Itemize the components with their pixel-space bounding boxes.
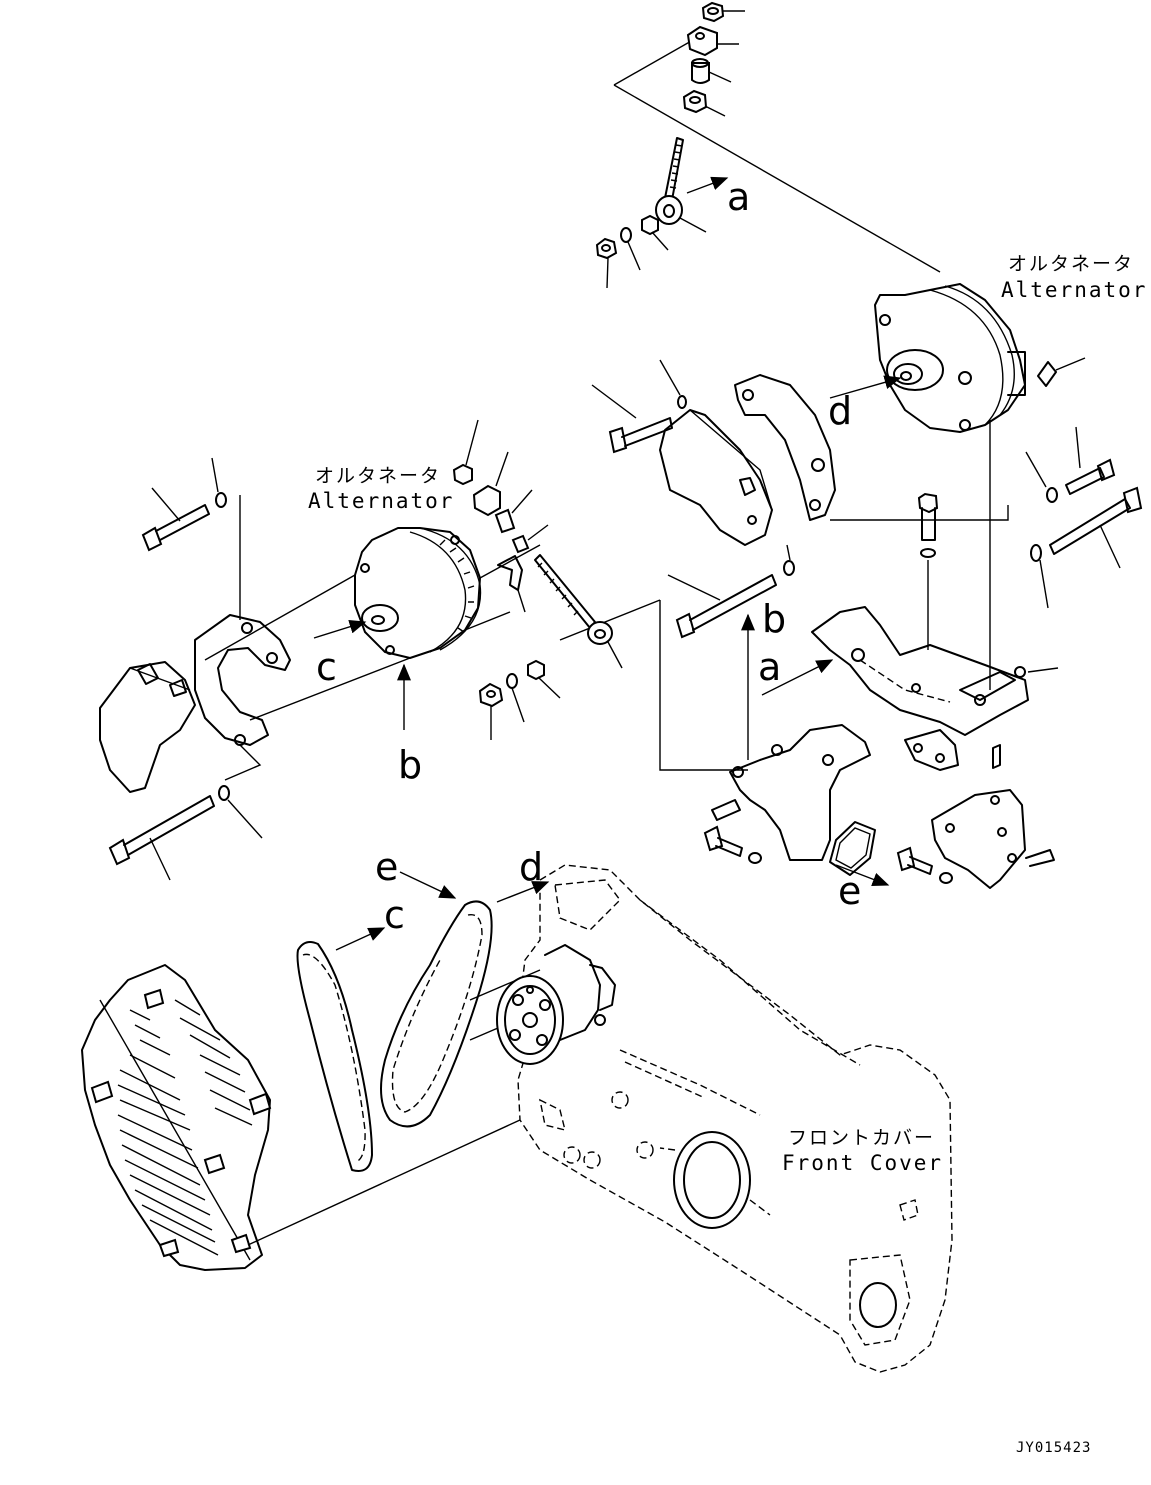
callout-c: c (316, 645, 337, 689)
bolt-right-long (1049, 486, 1143, 569)
alternator-upper-label-en: Alternator (1001, 278, 1147, 302)
pin-center (917, 492, 939, 650)
bracket-lower-mid (711, 724, 876, 876)
block-part (686, 25, 739, 57)
alternator-left-label-jp: オルタネータ (315, 465, 441, 487)
callout-e: e (838, 869, 861, 913)
callout-b: b (398, 743, 422, 787)
hardware-left-alternator (452, 419, 549, 613)
callout-b: b (762, 597, 786, 641)
block-lower-right (931, 744, 1055, 889)
bracket-left (194, 495, 291, 781)
front-cover-label-jp: フロントカバー (788, 1127, 935, 1149)
bolt-lower-right (896, 846, 953, 884)
callout-e: e (375, 845, 398, 889)
belt-c: c (296, 893, 405, 1172)
alternator-left: c b (204, 527, 541, 787)
collar-part (691, 58, 732, 84)
bolt-lower-left (703, 825, 762, 864)
washer-right-long (1030, 544, 1049, 609)
callout-a: a (727, 175, 750, 219)
belt-guard (81, 964, 521, 1271)
bolt-left-lower (108, 795, 215, 881)
alternator-left-label-en: Alternator (308, 489, 454, 513)
washer-part (620, 227, 641, 271)
washer-middle (783, 544, 795, 576)
alternator-upper-label-jp: オルタネータ (1008, 253, 1134, 275)
callout-c: c (384, 893, 405, 937)
front-cover (469, 864, 953, 1373)
front-cover-label-en: Front Cover (782, 1151, 943, 1175)
pulley (496, 944, 616, 1065)
long-bolt-middle (667, 574, 777, 639)
alternator-upper: d (828, 283, 1086, 433)
callout-d: d (519, 845, 543, 889)
nut-part (682, 89, 726, 117)
hardware-left-bottom (478, 659, 561, 740)
nut-part (595, 237, 618, 289)
adjust-rod-left (534, 554, 623, 669)
bracket-lower-small (904, 729, 959, 771)
bolt-right-upper (1065, 426, 1116, 495)
nut-part (701, 1, 745, 23)
callout-a: a (758, 645, 781, 689)
washer-left-lower (218, 785, 263, 839)
bolt-left-upper (141, 487, 210, 552)
washer-right-upper (1025, 451, 1058, 503)
mounting-bracket (811, 606, 1059, 736)
spacer-part (641, 214, 669, 251)
washer-left-upper (211, 457, 227, 508)
bolt-upper-left (591, 384, 673, 454)
bracket-upper (734, 374, 836, 521)
cover-left (99, 661, 196, 793)
cover-upper (659, 409, 773, 546)
washer-upper (659, 359, 687, 409)
drawing-code: JY015423 (1016, 1440, 1091, 1456)
callout-d: d (828, 389, 852, 433)
top-hardware-group (613, 1, 941, 273)
adjust-rod-top: a (595, 137, 750, 289)
